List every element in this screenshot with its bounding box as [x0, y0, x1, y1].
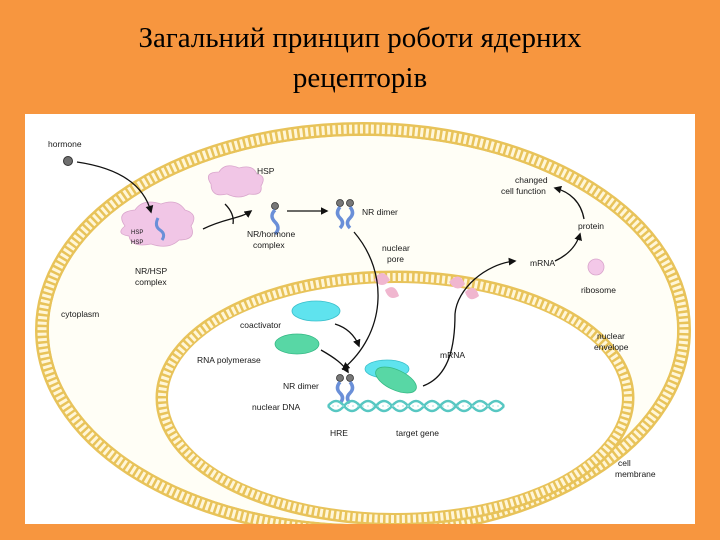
label-nr-dimer-dna: NR dimer — [283, 381, 319, 391]
label-cell-membrane-1: cell — [618, 458, 631, 468]
nr-hsp-complex: HSP HSP NR/HSP complex — [120, 201, 195, 287]
rna-polymerase — [274, 333, 320, 355]
slide-title-line-2: рецепторів — [292, 62, 428, 94]
arrow-protein-to-function — [553, 185, 585, 220]
label-nuclear-dna: nuclear DNA — [252, 402, 301, 412]
label-nuclear-envelope-1: nuclear — [597, 331, 625, 341]
label-nr-hsp-2: complex — [135, 277, 167, 287]
label-ribosome: ribosome — [581, 285, 616, 295]
arrow-mrna-to-protein — [554, 232, 582, 262]
nuclear-receptor-diagram: hormone HSP HSP HSP NR/HSP complex NR/ho… — [25, 114, 695, 524]
arrow-mrna-out — [422, 257, 517, 387]
label-nr-hsp-1: NR/HSP — [135, 266, 167, 276]
slide-title-line-1: Загальний принцип роботи ядерних — [138, 22, 582, 54]
diagram-canvas: hormone HSP HSP HSP NR/HSP complex NR/ho… — [35, 122, 691, 524]
label-nr-hormone-1: NR/hormone — [247, 229, 295, 239]
arrow-coactivator — [334, 323, 361, 348]
nr-dimer-cytoplasm: NR dimer — [335, 199, 398, 230]
dna-helix — [327, 399, 505, 413]
label-cytoplasm: cytoplasm — [61, 309, 99, 319]
nuclear-envelope — [155, 270, 635, 524]
slide-title: Загальний принцип роботи ядерних рецепто… — [0, 18, 720, 98]
nr-hormone-complex: NR/hormone complex — [247, 202, 295, 250]
hsp-tag-2: HSP — [131, 240, 143, 246]
label-nr-hormone-2: complex — [253, 240, 285, 250]
coactivator — [291, 300, 341, 322]
label-nuclear-pore-1: nuclear — [382, 243, 410, 253]
arrow-dimer-into-nucleus — [341, 231, 379, 370]
nuclear-pore-right — [449, 276, 479, 300]
label-cell-membrane-2: membrane — [615, 469, 656, 479]
label-coactivator: coactivator — [240, 320, 281, 330]
nr-dimer-dna — [335, 374, 355, 405]
label-changed-2: cell function — [501, 186, 546, 196]
label-target-gene: target gene — [396, 428, 439, 438]
arrow-hsp-release — [224, 203, 234, 225]
label-mrna-cytoplasm: mRNA — [530, 258, 555, 268]
ribosome — [587, 258, 605, 276]
arrow-hormone-to-complex — [76, 161, 154, 214]
label-nuclear-envelope-2: envelope — [594, 342, 629, 352]
label-nuclear-pore-2: pore — [387, 254, 404, 264]
label-rna-polymerase: RNA polymerase — [197, 355, 261, 365]
nuclear-pore-left — [374, 273, 399, 298]
hsp-tag-1: HSP — [131, 230, 143, 236]
arrow-complex-to-nr-hormone — [202, 210, 253, 230]
label-hormone: hormone — [48, 139, 82, 149]
label-mrna-nucleus: mRNA — [440, 350, 465, 360]
label-nr-dimer-top: NR dimer — [362, 207, 398, 217]
label-protein: protein — [578, 221, 604, 231]
pathway-arrows — [76, 161, 585, 387]
label-hsp: HSP — [257, 166, 275, 176]
arrow-rna-polymerase — [320, 349, 349, 374]
hsp-cloud: HSP — [207, 165, 275, 198]
label-changed-1: changed — [515, 175, 548, 185]
label-hre: HRE — [330, 428, 348, 438]
transcription-complex — [364, 359, 417, 394]
hormone-molecule: hormone — [48, 139, 82, 166]
